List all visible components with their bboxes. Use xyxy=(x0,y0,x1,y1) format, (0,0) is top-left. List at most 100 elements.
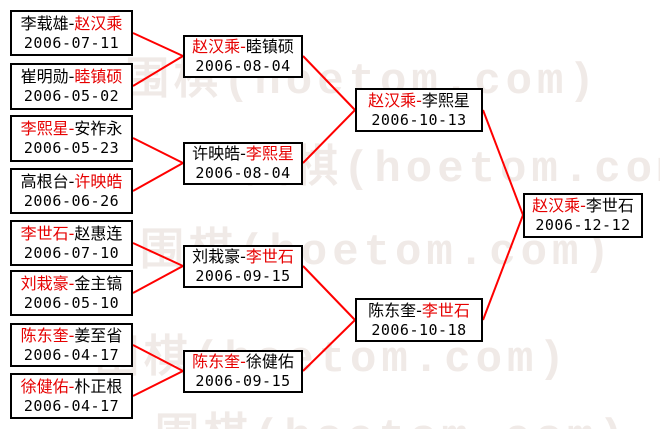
match-players: 许映皓-李熙星 xyxy=(185,144,301,164)
match-box-round2-3: 刘栽豪-李世石 2006-09-15 xyxy=(183,245,303,288)
connector-line xyxy=(482,109,524,216)
match-box-round1-1: 李载雄-赵汉乘 2006-07-11 xyxy=(10,10,133,56)
name-separator: - xyxy=(68,376,75,396)
match-date: 2006-07-11 xyxy=(23,33,120,52)
connector-line xyxy=(132,242,184,267)
match-players: 李载雄-赵汉乘 xyxy=(12,14,131,34)
match-players: 赵汉乘-睦镇硕 xyxy=(185,37,301,57)
player-name: 李熙星 xyxy=(421,90,470,110)
match-players: 陈东奎-姜至省 xyxy=(12,326,131,346)
player-name: 刘栽豪 xyxy=(20,273,69,293)
match-box-semifinal-1: 赵汉乘-李熙星 2006-10-13 xyxy=(355,88,483,132)
player-name: 陈东奎 xyxy=(20,325,69,345)
connector-line xyxy=(132,137,184,164)
match-players: 李世石-赵惠连 xyxy=(12,224,131,244)
name-separator: - xyxy=(240,247,246,267)
match-box-round1-7: 陈东奎-姜至省 2006-04-17 xyxy=(10,323,133,367)
match-players: 赵汉乘-李熙星 xyxy=(357,91,481,111)
match-box-round1-8: 徐健佑-朴正根 2006-04-17 xyxy=(10,373,133,419)
name-separator: - xyxy=(240,37,246,57)
match-box-round1-6: 刘栽豪-金主镐 2006-05-10 xyxy=(10,270,133,316)
player-name: 赵汉乘 xyxy=(532,196,581,216)
match-players: 刘栽豪-李世石 xyxy=(185,247,301,267)
connector-line xyxy=(482,214,524,321)
connector-line xyxy=(132,344,184,372)
connector-line xyxy=(132,162,184,192)
player-name: 赵汉乘 xyxy=(368,90,417,110)
match-date: 2006-05-10 xyxy=(23,293,120,312)
name-separator: - xyxy=(68,223,75,243)
player-name: 徐健佑 xyxy=(20,376,69,396)
match-players: 高根台-许映皓 xyxy=(12,172,131,192)
match-date: 2006-08-04 xyxy=(195,57,291,76)
name-separator: - xyxy=(68,67,75,87)
match-date: 2006-05-23 xyxy=(23,139,120,158)
match-box-semifinal-2: 陈东奎-李世石 2006-10-18 xyxy=(355,298,483,342)
match-box-round2-2: 许映皓-李熙星 2006-08-04 xyxy=(183,142,303,185)
player-name: 李世石 xyxy=(245,247,294,267)
player-name: 陈东奎 xyxy=(368,300,417,320)
match-date: 2006-04-17 xyxy=(23,396,120,415)
match-date: 2006-12-12 xyxy=(535,216,631,235)
match-box-round1-5: 李世石-赵惠连 2006-07-10 xyxy=(10,220,133,266)
match-box-round1-4: 高根台-许映皓 2006-06-26 xyxy=(10,168,133,214)
connector-line xyxy=(132,32,184,57)
match-date: 2006-10-13 xyxy=(371,110,467,129)
name-separator: - xyxy=(240,352,246,372)
match-box-round2-1: 赵汉乘-睦镇硕 2006-08-04 xyxy=(183,35,303,78)
player-name: 睦镇硕 xyxy=(245,37,294,57)
player-name: 许映皓 xyxy=(192,144,241,164)
name-separator: - xyxy=(580,196,586,216)
match-date: 2006-04-17 xyxy=(23,345,120,364)
connector-line xyxy=(302,109,356,164)
connector-line xyxy=(132,370,184,397)
player-name: 高根台 xyxy=(20,171,69,191)
player-name: 赵汉乘 xyxy=(74,13,123,33)
match-date: 2006-09-15 xyxy=(195,267,291,286)
name-separator: - xyxy=(240,144,246,164)
connector-line xyxy=(302,319,356,372)
match-date: 2006-10-18 xyxy=(371,320,467,339)
match-box-round1-3: 李熙星-安祚永 2006-05-23 xyxy=(10,115,133,162)
player-name: 李熙星 xyxy=(245,144,294,164)
match-box-final: 赵汉乘-李世石 2006-12-12 xyxy=(523,193,643,238)
player-name: 李熙星 xyxy=(20,119,69,139)
player-name: 金主镐 xyxy=(74,273,123,293)
name-separator: - xyxy=(68,13,75,33)
match-date: 2006-07-10 xyxy=(23,243,120,262)
match-players: 李熙星-安祚永 xyxy=(12,119,131,139)
player-name: 陈东奎 xyxy=(192,352,241,372)
name-separator: - xyxy=(416,90,422,110)
match-date: 2006-06-26 xyxy=(23,191,120,210)
match-players: 陈东奎-徐健佑 xyxy=(185,352,301,372)
player-name: 李载雄 xyxy=(20,13,69,33)
player-name: 徐健佑 xyxy=(245,352,294,372)
match-players: 赵汉乘-李世石 xyxy=(525,196,641,216)
name-separator: - xyxy=(68,325,75,345)
name-separator: - xyxy=(68,273,75,293)
player-name: 李世石 xyxy=(585,196,634,216)
player-name: 李世石 xyxy=(20,223,69,243)
match-players: 刘栽豪-金主镐 xyxy=(12,274,131,294)
match-players: 徐健佑-朴正根 xyxy=(12,377,131,397)
name-separator: - xyxy=(68,119,75,139)
match-players: 陈东奎-李世石 xyxy=(357,301,481,321)
connector-line xyxy=(302,55,356,111)
match-date: 2006-09-15 xyxy=(195,372,291,391)
match-date: 2006-08-04 xyxy=(195,164,291,183)
match-box-round1-2: 崔明勋-睦镇硕 2006-05-02 xyxy=(10,63,133,110)
player-name: 崔明勋 xyxy=(20,67,69,87)
name-separator: - xyxy=(68,171,75,191)
player-name: 许映皓 xyxy=(74,171,123,191)
player-name: 安祚永 xyxy=(74,119,123,139)
match-box-round2-4: 陈东奎-徐健佑 2006-09-15 xyxy=(183,350,303,393)
match-players: 崔明勋-睦镇硕 xyxy=(12,67,131,87)
player-name: 赵汉乘 xyxy=(192,37,241,57)
player-name: 李世石 xyxy=(421,300,470,320)
player-name: 姜至省 xyxy=(74,325,123,345)
connector-line xyxy=(132,265,184,294)
connector-line xyxy=(132,55,184,87)
player-name: 赵惠连 xyxy=(74,223,123,243)
